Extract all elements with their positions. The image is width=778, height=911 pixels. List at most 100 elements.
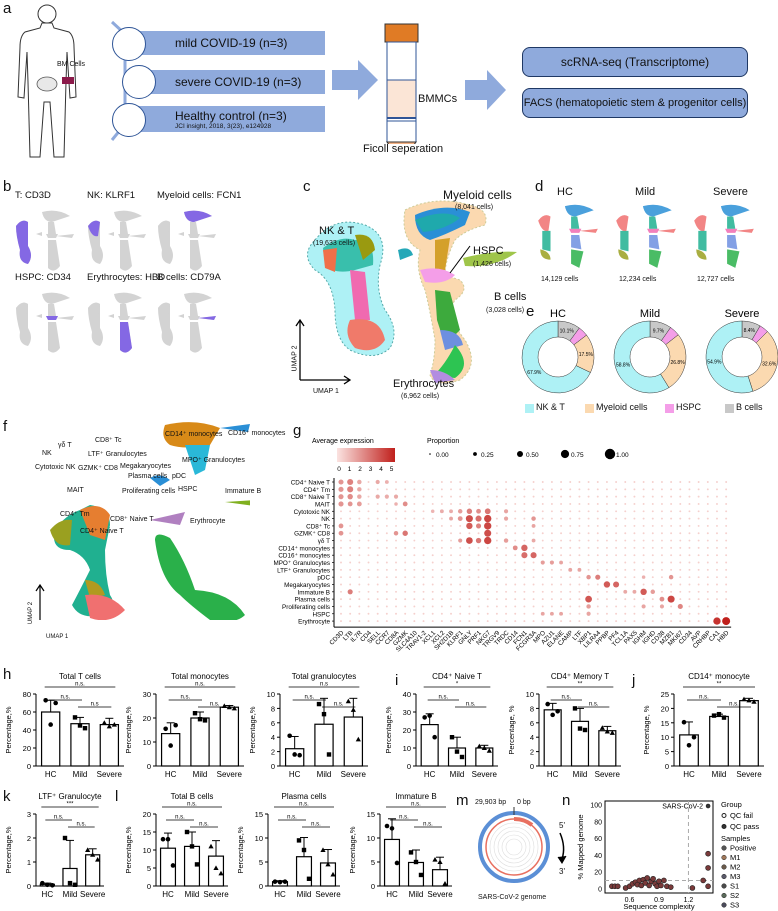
genome-rings [478,807,550,883]
dotplot-dot [596,539,599,542]
dotplot-dot [468,620,471,623]
bar-hc [284,748,305,767]
dotplot-dot [706,612,709,615]
dotplot-dot [440,481,443,483]
umap-cell-cloud [56,316,74,320]
data-point [160,836,166,842]
y-tick-label: 15 [255,810,263,819]
y-tick-label: 20 [661,704,669,713]
dotplot-dot [679,481,682,483]
dotplot-dot [532,576,535,579]
dotplot-dot [349,583,352,586]
dotplot-dot [651,524,654,527]
dotplot-dot [633,568,636,571]
dotplot-dot [532,583,535,586]
subcluster-label: Proliferating cells [122,488,176,495]
size-legend-label: 1.00 [616,452,629,459]
umap-cell-cloud [190,322,202,353]
dotplot-dot [560,539,563,542]
legend-swatch [585,404,594,413]
chart-title: Total monocytes [171,672,229,681]
dotplot-dot [440,503,443,505]
dotplot-dot [404,524,407,527]
dotplot-dot [642,612,645,615]
legend-marker [721,824,727,829]
dotplot-dot [725,524,728,527]
dotplot-dot [404,561,407,564]
dotplot-dot [495,598,498,601]
umap-cell-cloud [128,234,146,238]
cluster-blob [657,228,676,233]
dotplot-dot [651,554,654,557]
dotplot-dot [376,576,379,579]
dotplot-dot [633,576,636,579]
scatter-point [689,885,696,891]
dotplot-dot [716,561,718,564]
dotplot-dot [495,532,498,535]
dotplot-dot [340,510,342,513]
data-point [72,715,78,720]
x-tick-label: Severe [315,890,341,899]
dotplot-dot [651,539,654,542]
dotplot-dot [624,561,627,564]
dotplot-dot [540,611,545,616]
subcluster-label: CD4⁺ Naive T [80,528,124,535]
legend-label: NK & T [536,402,565,412]
dotplot-dot [431,612,434,615]
dotplot-dot [449,509,453,514]
scatter-point [700,877,706,884]
dotplot-dot [349,554,352,557]
dotplot-dot [486,583,489,586]
data-point [751,699,757,704]
legend-sample-label: S1 [730,882,739,891]
cluster-blob [542,230,551,252]
dotplot-dot [358,554,361,557]
umap-cell-cloud [188,316,200,320]
legend-sample-label: M3 [730,872,740,881]
y-tick-label: 10 [267,690,275,699]
data-point [408,850,414,855]
data-point [350,707,356,712]
dotplot-dot [688,620,691,623]
dotplot-dot [477,598,480,601]
group-circle [122,65,156,99]
dotplot-dot [651,517,654,520]
cluster-blob [618,249,629,260]
dotplot-dot [532,620,535,623]
dotplot-dot [549,611,554,616]
data-point [90,852,96,857]
cluster-label-hspc: HSPC [473,245,504,257]
dotplot-dot [633,488,636,491]
y-axis-label: Percentage, % [507,705,516,755]
dotplot-dot [484,514,492,523]
dotplot-dot [395,568,397,571]
umap-cell-cloud [114,210,142,222]
dotplot-dot [413,539,416,542]
dotplot-dot [495,605,498,608]
dotplot-dot [651,532,654,535]
x-tick-label: 1.2 [684,897,694,904]
subcluster-label: LTF⁺ Granulocytes [88,451,147,458]
dotplot-dot [697,605,700,608]
dotplot-dot [404,568,407,571]
x-tick-label: Mild [297,890,312,899]
dotplot-dot [560,488,563,491]
dotplot-dot [422,517,425,520]
panel-label-c: c [303,178,311,195]
dotplot-dot [587,495,590,498]
dotplot-dot [532,568,535,571]
dotplot-dot [642,510,645,513]
x-tick-label: Mild [450,770,465,779]
dotplot-dot [468,503,471,505]
dotplot-dot [688,532,691,535]
dotplot-dot [514,612,517,615]
dotplot-row-label: Megakaryocytes [284,582,330,589]
dotplot-dot [660,517,663,520]
dotplot-dot [495,554,498,557]
cluster-blob [430,370,455,383]
dotplot-dot [624,620,627,623]
dotplot-dot [413,583,416,586]
y-tick-label: 10 [367,834,375,843]
dotplot-dot [505,561,508,564]
dotplot-dot [586,604,591,609]
